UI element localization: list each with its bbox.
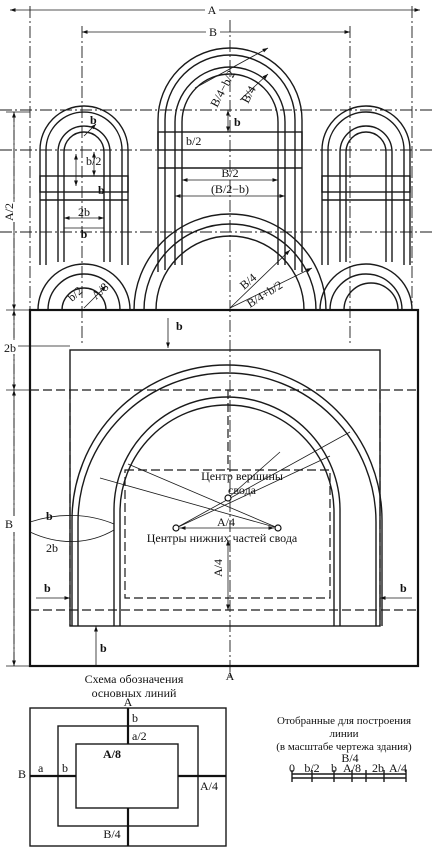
label-2b-left: 2b bbox=[78, 205, 90, 219]
vertex-center-line1: Центр вершины bbox=[201, 469, 283, 483]
label-b4-minus-b2: B/4−b/2 bbox=[207, 68, 238, 109]
label-b-top: B bbox=[209, 25, 217, 39]
scale-caption-line3: (в масштабе чертежа здания) bbox=[276, 741, 412, 753]
scheme-label-b4: B/4 bbox=[103, 827, 120, 841]
lower-arch-domes: b/2 A/8 B/4 B/4+b/2 bbox=[37, 213, 413, 311]
lower-center-right bbox=[274, 524, 282, 532]
dimension-a-top: A bbox=[10, 2, 420, 17]
label-b2-central: b/2 bbox=[186, 134, 201, 148]
scheme-caption-line2: основных линий bbox=[92, 686, 177, 700]
label-b4-central: B/4 bbox=[238, 84, 259, 106]
label-b-curve: b bbox=[46, 509, 53, 523]
label-b-left-arrow: b bbox=[44, 581, 51, 595]
scheme-caption: Схема обозначения основных линий bbox=[85, 672, 184, 700]
label-2b-curve: 2b bbox=[46, 541, 58, 555]
label-b2-upper: B/2 bbox=[221, 166, 238, 180]
scheme-label-bb: B bbox=[18, 767, 26, 781]
scheme-label-a: A bbox=[124, 695, 133, 709]
scheme-label-a8: A/8 bbox=[103, 747, 121, 761]
vertex-center-line2: свода bbox=[228, 483, 257, 497]
label-b4-dome: B/4 bbox=[237, 270, 259, 292]
label-b-bottom: b bbox=[100, 641, 107, 655]
scale-caption-line2: линии bbox=[329, 728, 358, 740]
label-b2-minus-b: (B/2−b) bbox=[211, 182, 249, 196]
scheme-caption-line1: Схема обозначения bbox=[85, 672, 184, 686]
label-b-left: b bbox=[90, 113, 97, 127]
scale-label-a8: A/8 bbox=[343, 761, 361, 775]
label-a4-horizontal: A/4 bbox=[217, 515, 235, 529]
label-b-facade-top: b bbox=[176, 319, 183, 333]
lower-center-left bbox=[172, 524, 180, 532]
label-b-central: b bbox=[234, 115, 241, 129]
label-a2-left: A/2 bbox=[2, 203, 16, 221]
dimension-b-top: B bbox=[82, 24, 350, 39]
facade-annotations: Центр вершины свода A/4 Центры нижних ча… bbox=[147, 469, 298, 683]
label-b-right-arrow: b bbox=[400, 581, 407, 595]
scale-label-b: b bbox=[331, 761, 337, 775]
line-designation-scheme: A b a/2 A/8 B a b A/4 B/4 bbox=[18, 695, 227, 847]
scale-label-b4-top: B/4 bbox=[341, 751, 358, 765]
scheme-label-a-small: a bbox=[38, 761, 44, 775]
label-a-top: A bbox=[208, 3, 217, 17]
label-b-left-2: b bbox=[98, 183, 105, 197]
scheme-label-b-small: b bbox=[62, 761, 68, 775]
label-a-bottom: A bbox=[226, 669, 235, 683]
scale-caption-line1: Отобранные для построения bbox=[277, 715, 411, 727]
lower-centers-label: Центры нижних частей свода bbox=[147, 531, 298, 545]
scale-label-2b: 2b bbox=[372, 761, 384, 775]
label-b-left-dim: B bbox=[5, 517, 13, 531]
vertex-center-point bbox=[224, 494, 232, 502]
label-b2-left: b/2 bbox=[86, 154, 101, 168]
scale-label-0: 0 bbox=[289, 761, 295, 775]
dimension-left: A/2 2b B bbox=[2, 111, 70, 667]
scheme-label-a2: a/2 bbox=[132, 729, 147, 743]
label-2b-left-dim: 2b bbox=[4, 341, 16, 355]
scale-label-b2: b/2 bbox=[304, 761, 319, 775]
label-a4-vertical: A/4 bbox=[211, 559, 225, 577]
scale-bar: B/4 0 b/2 b A/8 2b A/4 bbox=[289, 751, 407, 782]
scheme-label-a4: A/4 bbox=[200, 779, 218, 793]
right-arch-window bbox=[321, 105, 411, 265]
scale-caption: Отобранные для построения линии (в масшт… bbox=[276, 715, 412, 753]
left-arch-window: b b/2 b 2b b bbox=[39, 105, 129, 265]
label-b-left-3: b bbox=[81, 227, 88, 241]
scheme-label-b: b bbox=[132, 711, 138, 725]
facade-block: b b b b 2b b bbox=[28, 308, 420, 668]
scale-label-a4: A/4 bbox=[389, 761, 407, 775]
